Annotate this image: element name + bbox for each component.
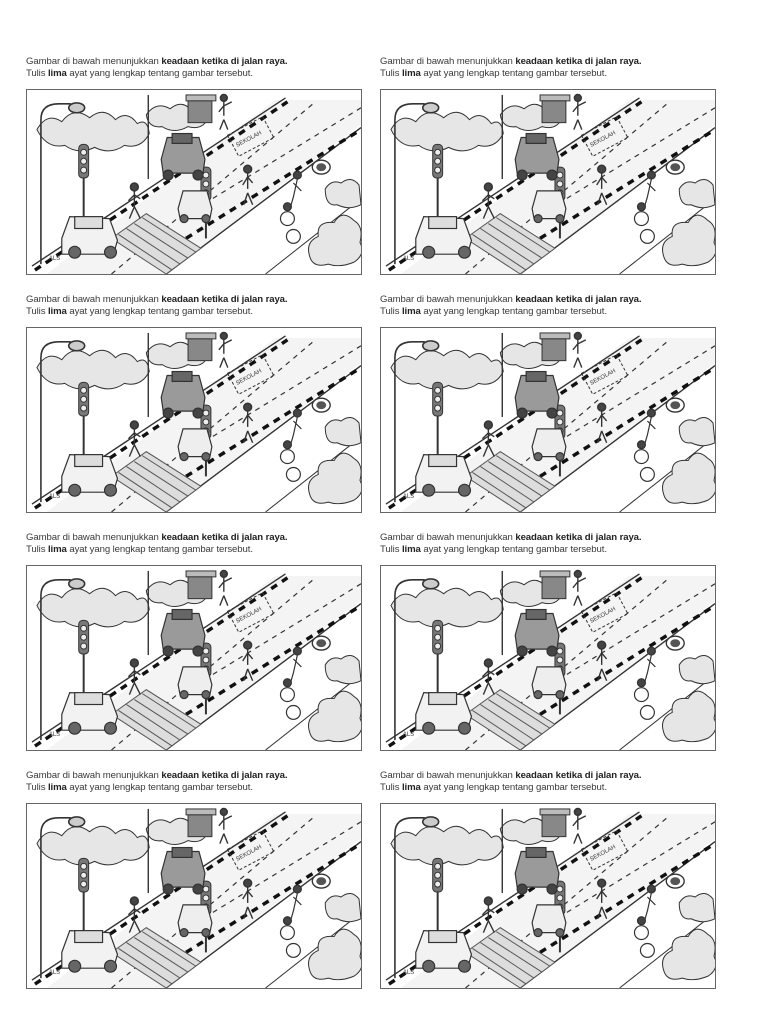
exercise-card-6: Gambar di bawah menunjukkan keadaan keti… bbox=[380, 532, 716, 758]
road-scene-illustration: SEKOLAH bbox=[26, 89, 362, 275]
road-scene-illustration: SEKOLAH bbox=[26, 803, 362, 989]
road-scene-illustration: SEKOLAH bbox=[380, 803, 716, 989]
instruction-line-2: Tulis lima ayat yang lengkap tentang gam… bbox=[26, 68, 253, 79]
road-scene-illustration: SEKOLAH bbox=[380, 565, 716, 751]
road-scene-illustration: SEKOLAH bbox=[26, 327, 362, 513]
exercise-card-1: Gambar di bawah menunjukkan keadaan keti… bbox=[26, 56, 362, 282]
svg-text:ALS: ALS bbox=[49, 732, 60, 738]
svg-text:ALS: ALS bbox=[403, 970, 414, 976]
road-scene-drawing: SEKOLAH bbox=[27, 566, 361, 750]
road-scene-drawing: SEKOLAH bbox=[381, 804, 715, 988]
road-scene-illustration: SEKOLAH bbox=[26, 565, 362, 751]
road-scene-illustration: SEKOLAH bbox=[380, 89, 716, 275]
instruction-line-1: Gambar di bawah menunjukkan keadaan keti… bbox=[26, 770, 288, 781]
exercise-card-4: Gambar di bawah menunjukkan keadaan keti… bbox=[380, 294, 716, 520]
instruction-line-2: Tulis lima ayat yang lengkap tentang gam… bbox=[26, 782, 253, 793]
instruction-line-1: Gambar di bawah menunjukkan keadaan keti… bbox=[26, 532, 288, 543]
instruction-line-2: Tulis lima ayat yang lengkap tentang gam… bbox=[26, 306, 253, 317]
instruction-line-1: Gambar di bawah menunjukkan keadaan keti… bbox=[26, 294, 288, 305]
instruction-line-2: Tulis lima ayat yang lengkap tentang gam… bbox=[26, 544, 253, 555]
exercise-card-7: Gambar di bawah menunjukkan keadaan keti… bbox=[26, 770, 362, 996]
instruction-line-1: Gambar di bawah menunjukkan keadaan keti… bbox=[380, 56, 642, 67]
road-scene-drawing: SEKOLAH bbox=[27, 328, 361, 512]
instruction-line-2: Tulis lima ayat yang lengkap tentang gam… bbox=[380, 544, 607, 555]
road-scene-drawing: SEKOLAH bbox=[27, 804, 361, 988]
instruction-line-1: Gambar di bawah menunjukkan keadaan keti… bbox=[380, 770, 642, 781]
svg-text:ALS: ALS bbox=[403, 732, 414, 738]
exercise-card-5: Gambar di bawah menunjukkan keadaan keti… bbox=[26, 532, 362, 758]
instruction-line-2: Tulis lima ayat yang lengkap tentang gam… bbox=[380, 68, 607, 79]
svg-text:ALS: ALS bbox=[49, 256, 60, 262]
instruction-line-1: Gambar di bawah menunjukkan keadaan keti… bbox=[26, 56, 288, 67]
svg-text:ALS: ALS bbox=[403, 494, 414, 500]
road-scene-illustration: SEKOLAH bbox=[380, 327, 716, 513]
instruction-line-2: Tulis lima ayat yang lengkap tentang gam… bbox=[380, 306, 607, 317]
road-scene-drawing: SEKOLAH bbox=[381, 90, 715, 274]
instruction-line-1: Gambar di bawah menunjukkan keadaan keti… bbox=[380, 294, 642, 305]
svg-text:ALS: ALS bbox=[49, 970, 60, 976]
svg-text:ALS: ALS bbox=[49, 494, 60, 500]
road-scene-drawing: SEKOLAH bbox=[381, 328, 715, 512]
instruction-line-2: Tulis lima ayat yang lengkap tentang gam… bbox=[380, 782, 607, 793]
instruction-line-1: Gambar di bawah menunjukkan keadaan keti… bbox=[380, 532, 642, 543]
svg-text:ALS: ALS bbox=[403, 256, 414, 262]
exercise-card-2: Gambar di bawah menunjukkan keadaan keti… bbox=[380, 56, 716, 282]
exercise-card-3: Gambar di bawah menunjukkan keadaan keti… bbox=[26, 294, 362, 520]
road-scene-drawing: SEKOLAH bbox=[381, 566, 715, 750]
exercise-card-8: Gambar di bawah menunjukkan keadaan keti… bbox=[380, 770, 716, 996]
road-scene-drawing: SEKOLAH bbox=[27, 90, 361, 274]
